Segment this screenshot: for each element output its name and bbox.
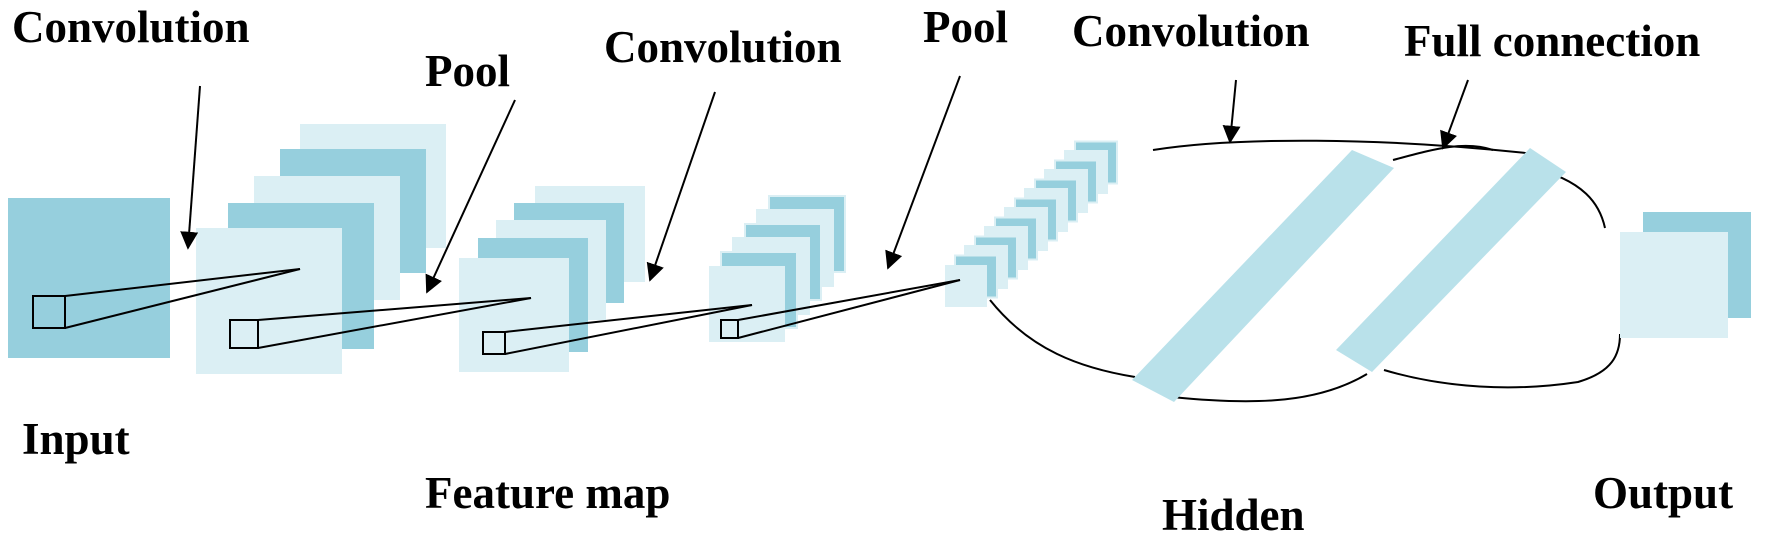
label-arrows bbox=[180, 75, 1469, 294]
hidden-band-1 bbox=[1132, 150, 1394, 402]
feature-map-2-front bbox=[459, 258, 569, 372]
hidden-outline bbox=[1152, 139, 1536, 155]
label-hidden: Hidden bbox=[1162, 490, 1305, 540]
projection-line bbox=[504, 304, 753, 333]
label-output: Output bbox=[1593, 468, 1733, 518]
arrow-pool-2 bbox=[885, 75, 961, 270]
arrow-convolution-2 bbox=[646, 91, 716, 282]
arrow-convolution-1 bbox=[180, 85, 201, 250]
arrow-convolution-3 bbox=[1222, 79, 1241, 144]
projection-line bbox=[737, 279, 961, 339]
input-layer bbox=[8, 198, 170, 358]
projection-line bbox=[257, 297, 532, 349]
feature-map-3-receptive-field bbox=[720, 319, 739, 339]
hidden-band-2 bbox=[1336, 148, 1566, 372]
feature-map-2-receptive-field bbox=[482, 331, 506, 355]
hidden-outline bbox=[989, 299, 1136, 378]
arrow-pool-1 bbox=[425, 99, 516, 294]
output-layer bbox=[1620, 212, 1751, 338]
feature-map-4-front bbox=[945, 265, 987, 307]
label-full-connection: Full connection bbox=[1404, 16, 1700, 66]
feature-map-2 bbox=[459, 186, 645, 372]
arrow-full-connection bbox=[1440, 79, 1469, 150]
label-pool-2: Pool bbox=[923, 2, 1008, 52]
label-convolution-2: Convolution bbox=[604, 22, 842, 72]
projection-line bbox=[504, 304, 753, 355]
hidden-outline bbox=[1171, 373, 1368, 403]
label-input: Input bbox=[22, 414, 130, 464]
hidden-layers bbox=[989, 139, 1621, 403]
projection-line bbox=[64, 268, 301, 329]
projection-line bbox=[737, 279, 961, 321]
label-convolution-3: Convolution bbox=[1072, 6, 1310, 56]
feature-map-4 bbox=[945, 140, 1118, 307]
hidden-outline bbox=[1383, 333, 1621, 389]
feature-map-1-receptive-field bbox=[229, 319, 259, 349]
label-convolution-1: Convolution bbox=[12, 2, 250, 52]
output-front-square bbox=[1620, 232, 1728, 338]
feature-map-1 bbox=[196, 124, 446, 374]
label-feature-map: Feature map bbox=[425, 468, 670, 518]
projection-line bbox=[257, 297, 532, 321]
projection-lines bbox=[64, 268, 961, 355]
feature-map-1-front bbox=[196, 228, 342, 374]
text-labels: Convolution Pool Convolution Pool Convol… bbox=[12, 2, 1733, 540]
feature-map-3 bbox=[709, 195, 846, 342]
projection-line bbox=[64, 268, 301, 297]
label-pool-1: Pool bbox=[425, 46, 510, 96]
input-square bbox=[8, 198, 170, 358]
input-receptive-field bbox=[32, 295, 66, 329]
